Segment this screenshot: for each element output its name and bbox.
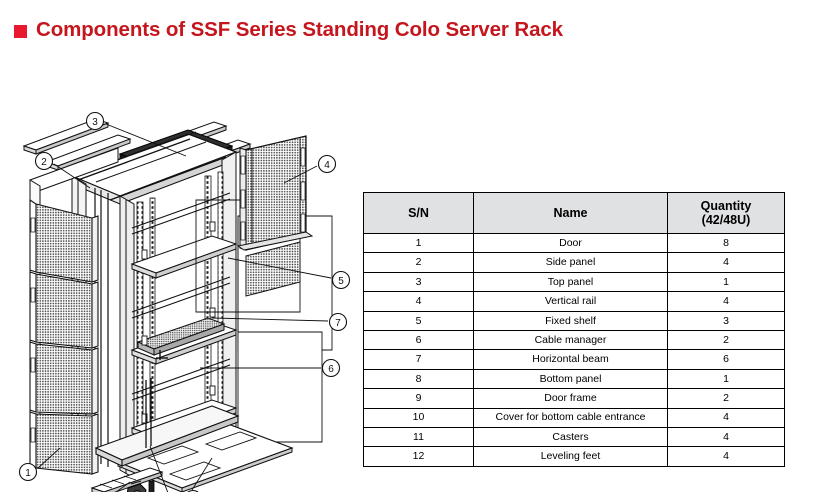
- cell-name: Door frame: [473, 388, 668, 409]
- callout-7-label: 7: [335, 318, 341, 329]
- cell-sn: 7: [363, 349, 474, 370]
- column-header-quantity-line1: Quantity: [700, 199, 752, 213]
- cell-name: Vertical rail: [473, 291, 668, 312]
- callout-3-label: 3: [92, 117, 98, 128]
- cell-quantity: 6: [667, 349, 785, 370]
- cell-sn: 3: [363, 271, 474, 293]
- column-header-quantity-line2: (42/48U): [701, 213, 751, 227]
- callout-5: 5: [331, 270, 351, 290]
- table-header-row: S/N Name Quantity (42/48U): [363, 192, 785, 234]
- callout-group: 1 2 3 4 5: [18, 111, 351, 492]
- cell-quantity: 1: [667, 271, 785, 293]
- column-header-sn: S/N: [363, 192, 474, 234]
- cell-quantity: 4: [667, 446, 785, 467]
- cell-quantity: 4: [667, 252, 785, 273]
- table-head: S/N Name Quantity (42/48U): [363, 192, 785, 234]
- cell-sn: 2: [363, 252, 474, 273]
- cell-sn: 11: [363, 426, 474, 448]
- callout-2: 2: [34, 151, 54, 171]
- cell-sn: 10: [363, 407, 474, 428]
- callout-7: 7: [328, 312, 348, 332]
- callout-leader-lines: [37, 123, 332, 492]
- callout-6: 6: [321, 358, 341, 378]
- callout-5-label: 5: [338, 276, 344, 287]
- cell-quantity: 4: [667, 291, 785, 312]
- callout-3: 3: [85, 111, 105, 131]
- callout-6-label: 6: [328, 364, 334, 375]
- cell-name: Door: [473, 232, 668, 254]
- cell-name: Cover for bottom cable entrance: [473, 407, 668, 428]
- cell-quantity: 4: [667, 407, 785, 428]
- cell-name: Bottom panel: [473, 368, 668, 390]
- rack-diagram-svg: 1 2 3 4 5: [18, 111, 351, 492]
- cell-name: Leveling feet: [473, 446, 668, 467]
- cell-name: Cable manager: [473, 329, 668, 351]
- cell-sn: 1: [363, 232, 474, 254]
- cell-name: Side panel: [473, 252, 668, 273]
- cell-quantity: 4: [667, 426, 785, 448]
- cell-name: Fixed shelf: [473, 310, 668, 331]
- cell-sn: 6: [363, 329, 474, 351]
- callout-1-label: 1: [25, 468, 31, 479]
- rack-exploded-diagram: 1 2 3 4 5: [0, 50, 360, 492]
- cell-sn: 4: [363, 291, 474, 312]
- callout-4: 4: [317, 154, 337, 174]
- cell-name: Top panel: [473, 271, 668, 293]
- callout-2-label: 2: [41, 157, 47, 168]
- cell-quantity: 8: [667, 232, 785, 254]
- cell-sn: 9: [363, 388, 474, 409]
- cell-sn: 8: [363, 368, 474, 390]
- callout-1: 1: [18, 462, 38, 482]
- cell-quantity: 3: [667, 310, 785, 331]
- title-bullet-icon: [14, 24, 27, 38]
- cell-sn: 12: [363, 446, 474, 467]
- page-title: Components of SSF Series Standing Colo S…: [14, 18, 563, 42]
- cell-quantity: 1: [667, 368, 785, 390]
- callout-4-label: 4: [324, 160, 330, 171]
- cell-name: Horizontal beam: [473, 349, 668, 370]
- cell-quantity: 2: [667, 388, 785, 409]
- column-header-quantity: Quantity (42/48U): [667, 192, 785, 234]
- cell-name: Casters: [473, 426, 668, 448]
- page-title-text: Components of SSF Series Standing Colo S…: [36, 18, 563, 41]
- cell-sn: 5: [363, 310, 474, 331]
- cell-quantity: 2: [667, 329, 785, 351]
- column-header-name: Name: [473, 192, 668, 234]
